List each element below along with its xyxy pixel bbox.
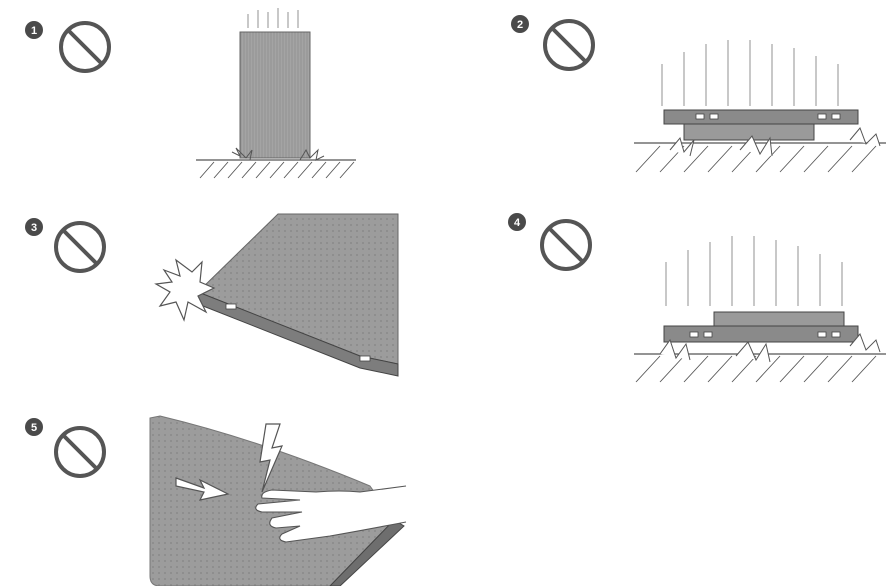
panel-5: 5 xyxy=(25,415,407,586)
panel-standing-illustration xyxy=(196,8,356,179)
svg-text:5: 5 xyxy=(31,422,37,434)
svg-text:4: 4 xyxy=(514,217,521,229)
svg-text:2: 2 xyxy=(517,19,523,31)
prohibited-icon xyxy=(543,19,595,71)
step-number-badge: 1 xyxy=(25,21,43,39)
panel-4: 4 xyxy=(508,213,886,383)
static-shock-icon xyxy=(175,423,284,501)
step-number-badge: 4 xyxy=(508,213,526,231)
panel-3: 3 xyxy=(25,213,399,377)
prohibited-icon xyxy=(540,219,592,271)
svg-text:3: 3 xyxy=(31,222,37,234)
step-number-badge: 2 xyxy=(511,15,529,33)
svg-text:1: 1 xyxy=(31,25,37,37)
panel-face-up-illustration xyxy=(634,236,886,383)
prohibited-icon xyxy=(54,426,106,478)
panel-face-down-illustration xyxy=(634,40,886,173)
step-number-badge: 5 xyxy=(25,418,43,436)
hand-icon xyxy=(255,485,407,543)
step-number-badge: 3 xyxy=(25,218,43,236)
prohibited-icon xyxy=(59,21,111,73)
prohibited-icon xyxy=(54,221,106,273)
panel-corner-impact-illustration xyxy=(154,213,399,377)
panel-1: 1 xyxy=(25,8,356,179)
panel-2: 2 xyxy=(511,15,886,173)
hand-touching-panel-illustration xyxy=(149,415,407,586)
